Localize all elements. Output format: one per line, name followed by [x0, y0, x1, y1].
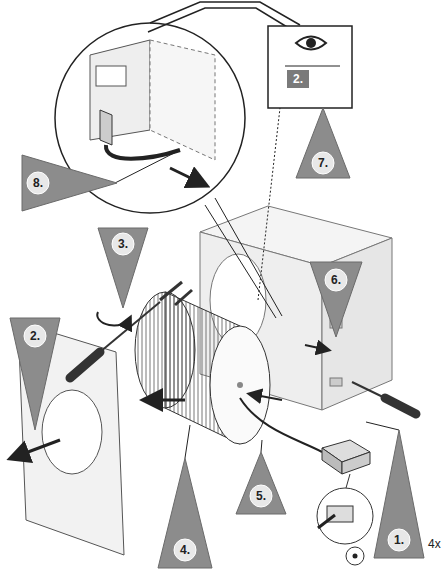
- callout-number: 5.: [256, 489, 266, 503]
- callout-triangle: 6.: [310, 262, 362, 337]
- screwdriver: [70, 302, 416, 414]
- callout-triangle: 7.: [296, 108, 350, 178]
- callout-number: 6.: [331, 273, 341, 287]
- callout-triangle: 3.: [98, 228, 148, 308]
- callout-number: 3.: [118, 237, 128, 251]
- callout-shape: [236, 452, 286, 514]
- callout-number: 8.: [33, 176, 43, 190]
- detail-view: [55, 23, 282, 318]
- callout-triangle: 1.: [374, 430, 424, 558]
- callout-number: 2.: [30, 329, 40, 343]
- callout-triangle: 8.: [22, 155, 117, 211]
- step-badge: 2.: [287, 70, 309, 88]
- callout-number: 1.: [394, 533, 404, 547]
- callout-triangle: 4.: [158, 458, 212, 568]
- quantity-label: 4x: [428, 537, 441, 551]
- inspection-box: [148, 2, 352, 300]
- callout-triangle: 2.: [10, 318, 60, 430]
- callout-number: 2.: [293, 72, 303, 86]
- callout-triangle: 5.: [236, 452, 286, 514]
- callout-number: 4.: [180, 543, 190, 557]
- callout-number: 7.: [318, 156, 328, 170]
- leader-line: [185, 422, 399, 458]
